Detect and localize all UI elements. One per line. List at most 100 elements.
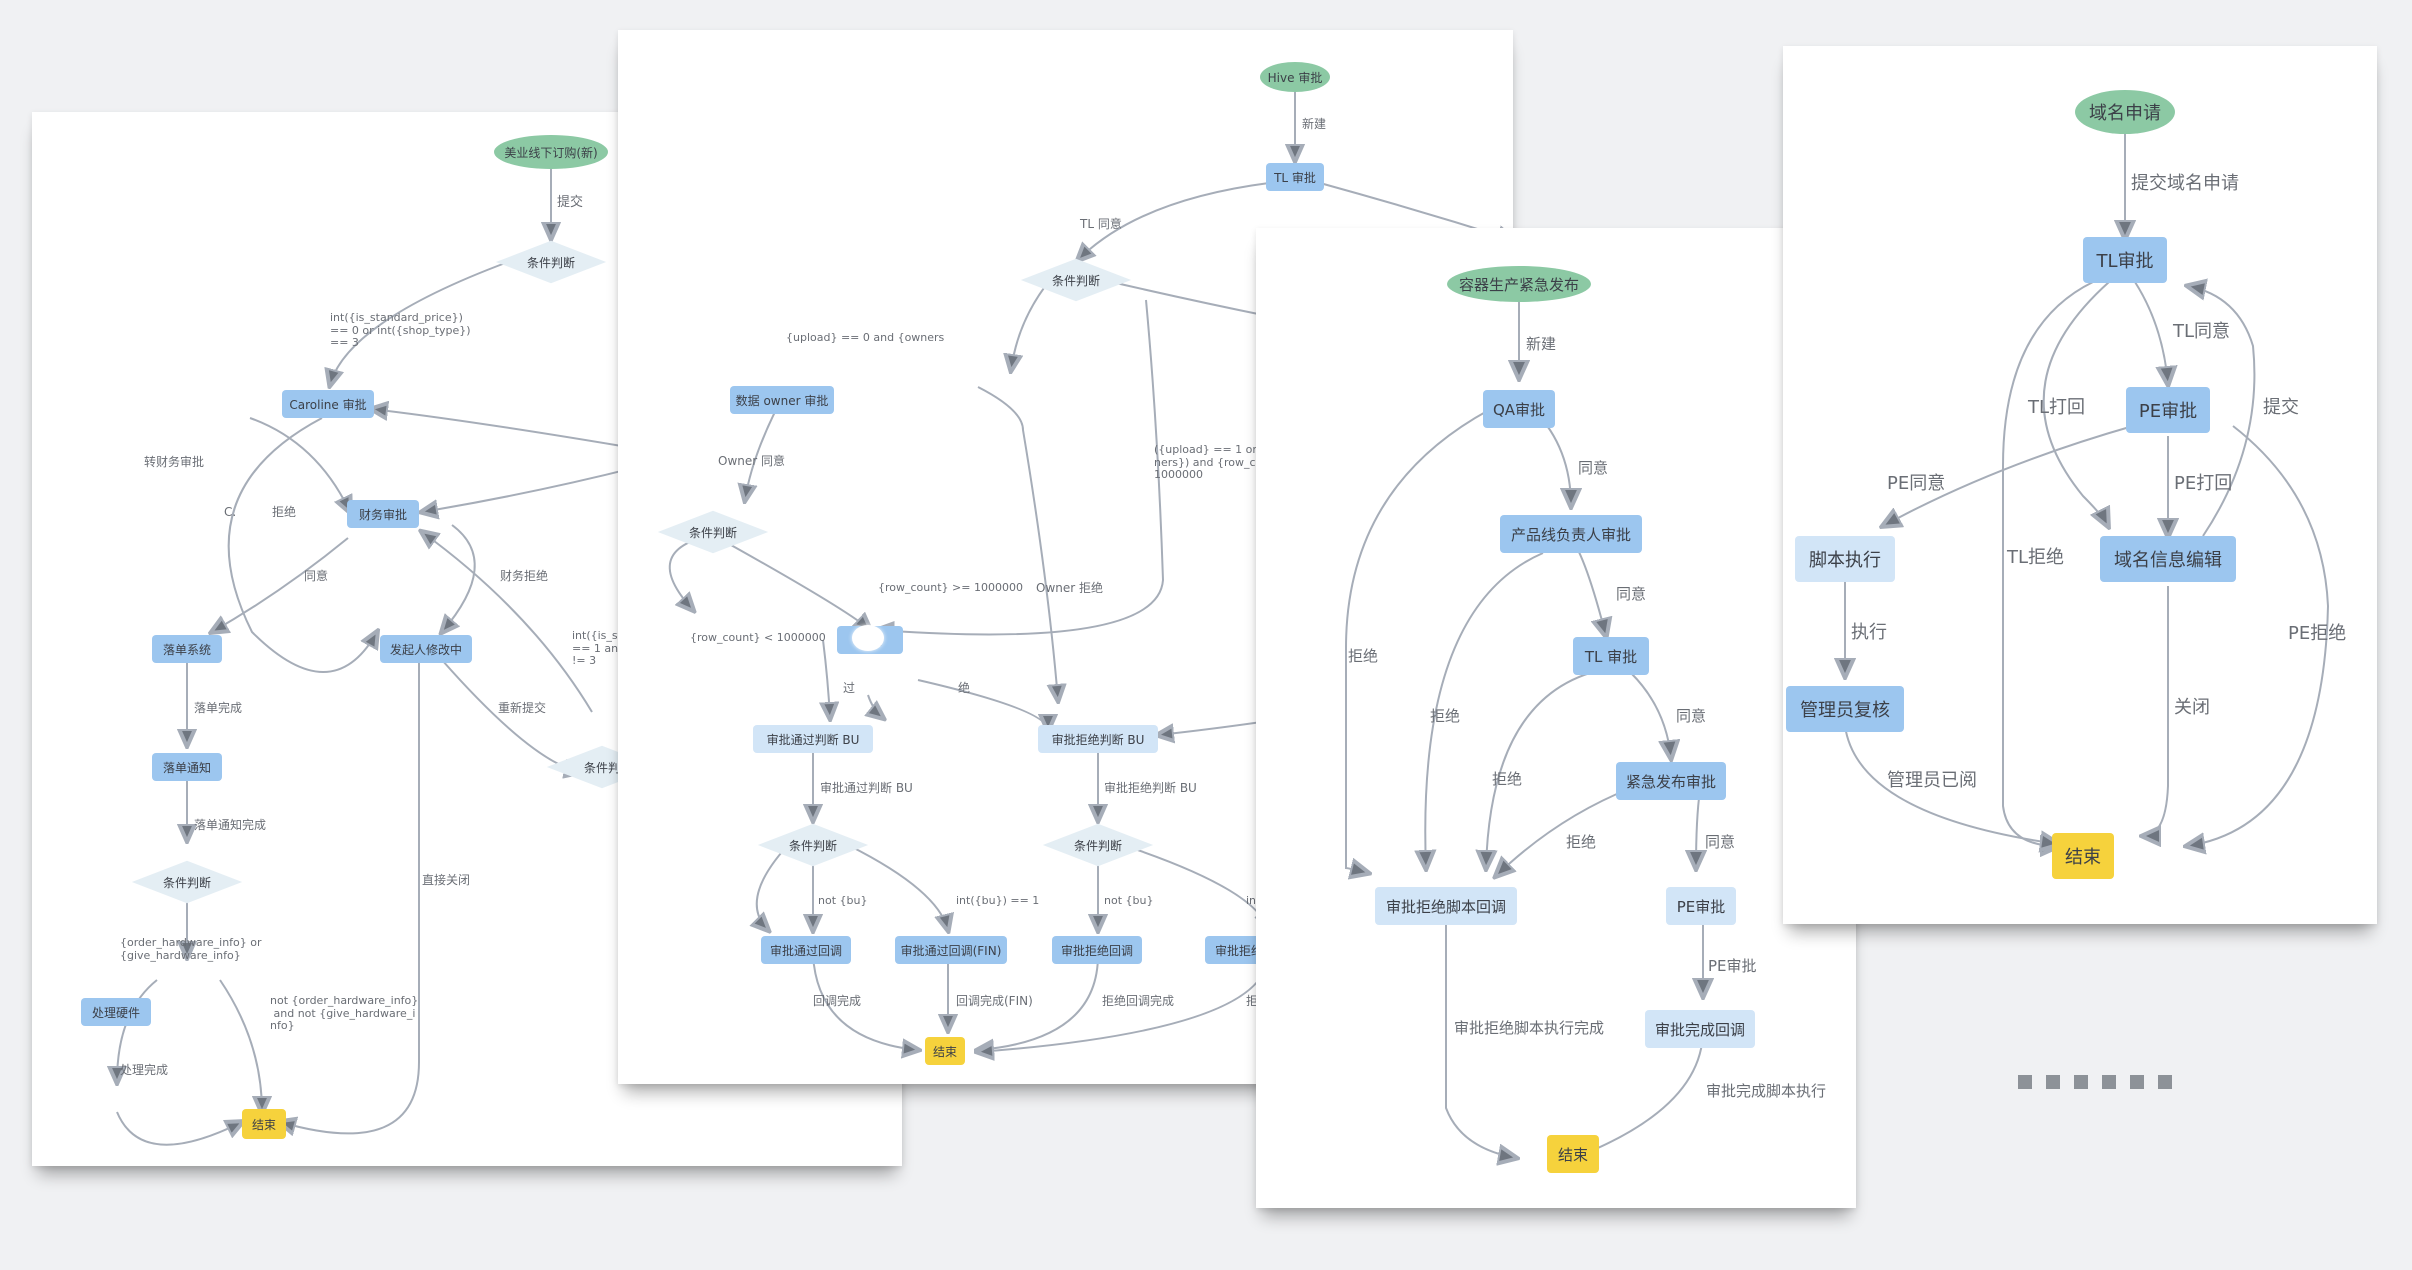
edge-label-callback-done: 回调完成 [813,994,862,1008]
edge-label-reject-3: 拒绝 [1492,770,1523,788]
edge-label-submit-domain: 提交域名申请 [2131,173,2239,194]
edge-label-notify-done: 落单通知完成 [194,818,267,832]
decision-node: 条件判断 [508,241,594,283]
edge-label-reject: 拒绝 [272,505,297,519]
edge-label-callback-done-fin: 回调完成(FIN) [956,994,1033,1008]
reject-script-callback-node: 审批拒绝脚本回调 [1375,887,1517,925]
edge-label-reject-short: 拒 [1246,994,1259,1008]
tl-approval-node: TL 审批 [1573,637,1649,675]
process-hardware-node: 处理硬件 [81,998,151,1026]
edge-label-row-ge: {row_count} >= 1000000 [878,581,1023,594]
start-node: 域名申请 [2075,90,2175,134]
edge-label-not-bu: not {bu} [818,894,868,907]
edge-label-not-bu-2: not {bu} [1104,894,1154,907]
tl-approval-node: TL审批 [2083,237,2167,283]
pass-callback-fin-node: 审批通过回调(FIN) [895,936,1007,964]
edge-label-owner-reject: Owner 拒绝 [1036,581,1103,595]
edge-label-direct-close: 直接关闭 [422,873,471,887]
reject-bu-node: 审批拒绝判断 BU [1038,725,1158,753]
edge-label-int-bu-2: in [1246,894,1257,907]
edge-label-close: 关闭 [2174,697,2210,718]
edge-label-pass: 过 [843,681,856,695]
edge-label-tl-agree: TL 同意 [1080,217,1122,231]
edge-label-upload-right: ({upload} == 1 or no ners}) and {row_co … [1154,443,1274,482]
edge-label-tl-agree: TL同意 [2173,321,2231,342]
start-node: 容器生产紧急发布 [1447,266,1591,302]
edge-label-condition: int({is_standard_price}) == 0 or int({sh… [330,311,471,350]
workflow-card-container-release: 容器生产紧急发布 新建 QA审批 同意 产品线负责人审批 拒绝 同意 TL 审批… [1256,228,1856,1208]
pagination-dot[interactable] [2074,1075,2088,1089]
end-node: 结束 [1547,1135,1599,1173]
edge-label-tl-reject: TL拒绝 [2007,547,2065,568]
initiator-modify-node: 发起人修改中 [380,635,472,663]
pagination-dot[interactable] [2046,1075,2060,1089]
edge-label-agree-1: 同意 [1578,459,1609,477]
edge-label-no-hardware: not {order_hardware_info} and not {give_… [270,994,419,1033]
edge-label-row-lt: {row_count} < 1000000 [690,631,826,644]
decision-node-2: 条件判断 [670,511,756,553]
pagination-dots[interactable] [2018,1075,2172,1089]
pass-bu-node: 审批通过判断 BU [753,725,873,753]
edge-label-new: 新建 [1526,335,1557,353]
pagination-dot[interactable] [2018,1075,2032,1089]
edge-label-pass-bu: 审批通过判断 BU [820,781,913,795]
workflow-card-domain-request: 域名申请 提交域名申请 TL审批 TL同意 TL打回 PE审批 提交 PE同意 … [1783,46,2377,924]
decision-node-4: 条件判断 [1055,824,1141,866]
cloud-glyph [852,625,884,651]
card4-edges [1783,134,2330,924]
pe-approval-node: PE审批 [1666,887,1736,925]
edge-label-agree-3: 同意 [1676,707,1707,725]
edge-label-condition-right: int({is_st == 1 and != 3 [572,629,626,668]
edge-label-agree: 同意 [304,569,329,583]
edge-label-owner-agree: Owner 同意 [718,454,785,468]
edge-label-order-done: 落单完成 [194,701,243,715]
edge-label-pe-reject: PE拒绝 [2288,623,2347,644]
edge-label-resubmit: 重新提交 [498,701,547,715]
edge-label-finance-reject: 财务拒绝 [500,569,549,583]
order-system-node: 落单系统 [152,635,222,663]
edge-label-reject-bu: 审批拒绝判断 BU [1104,781,1197,795]
edge-label-submit: 提交 [557,195,584,210]
edge-label-reject-callback-done: 拒绝回调完成 [1102,994,1175,1008]
edge-label-execute: 执行 [1851,622,1887,643]
edge-label-reject: 绝 [958,681,971,695]
edge-label-reject-4: 拒绝 [1566,833,1597,851]
edge-label-new: 新建 [1302,117,1327,131]
edge-label-reject-2: 拒绝 [1430,707,1461,725]
edge-label-admin-read: 管理员已阅 [1887,770,1977,791]
edge-label-agree-2: 同意 [1616,585,1647,603]
admin-review-node: 管理员复核 [1786,686,1904,732]
end-node: 结束 [242,1109,286,1139]
pagination-dot[interactable] [2102,1075,2116,1089]
decision-node-right: 条件判 [559,746,645,788]
done-callback-node: 审批完成回调 [1645,1010,1755,1048]
tl-approval-node: TL 审批 [1266,163,1324,191]
edge-label-int-bu: int({bu}) == 1 [956,894,1040,907]
order-notify-node: 落单通知 [152,753,222,781]
urgent-release-approval-node: 紧急发布审批 [1616,762,1726,800]
card3-edges [1345,302,1856,1208]
end-node: 结束 [925,1037,965,1065]
edge-label-agree-4: 同意 [1705,833,1736,851]
edge-label-c: C. [224,505,237,519]
qa-approval-node: QA审批 [1483,390,1555,428]
edge-label-hardware: {order_hardware_info} or {give_hardware_… [120,936,262,962]
edge-label-pe-back: PE打回 [2174,473,2233,494]
decision-node: 条件判断 [1033,259,1119,301]
pagination-dot[interactable] [2158,1075,2172,1089]
pe-approval-node: PE审批 [2126,387,2210,433]
start-node: Hive 审批 [1260,62,1330,92]
caroline-approval-node: Caroline 审批 [282,390,374,418]
domain-info-edit-node: 域名信息编辑 [2100,536,2236,582]
script-execution-node: 脚本执行 [1795,536,1895,582]
finance-approval-node: 财务审批 [347,500,419,528]
decision-node-3: 条件判断 [770,824,856,866]
pagination-dot[interactable] [2130,1075,2144,1089]
reject-callback-node: 审批拒绝回调 [1052,936,1142,964]
edge-label-submit: 提交 [2263,397,2299,418]
product-line-approval-node: 产品线负责人审批 [1500,515,1642,553]
edge-label-reject-script-done: 审批拒绝脚本执行完成 [1454,1019,1605,1037]
edge-label-pe-approval: PE审批 [1708,957,1757,975]
edge-label-tl-back: TL打回 [2028,397,2086,418]
edge-label-upload: {upload} == 0 and {owners [786,331,945,344]
